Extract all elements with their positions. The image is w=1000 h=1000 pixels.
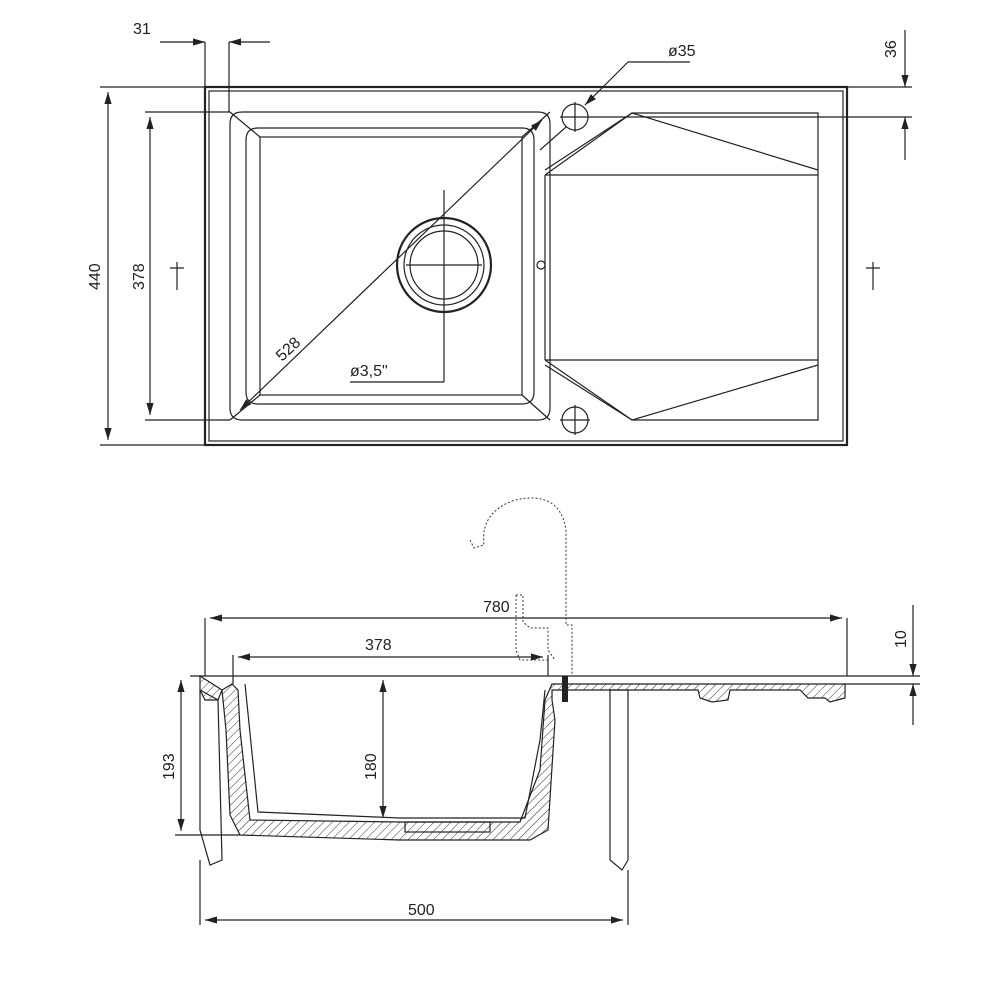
tap-hole-top <box>560 102 590 132</box>
bowl-outline <box>229 111 551 421</box>
dim-cabinet-width: 500 <box>408 902 435 919</box>
dim-bowl-width: 378 <box>365 637 392 654</box>
sink-section <box>199 674 846 841</box>
dim-total-height: 193 <box>161 753 178 780</box>
dim-bowl-height: 180 <box>363 753 380 780</box>
dim-deck-thickness: 10 <box>893 630 910 648</box>
side-view: 780 378 10 193 180 500 <box>161 497 920 925</box>
drain <box>350 190 493 383</box>
drainboard <box>536 112 819 421</box>
dim-edge-offset: 31 <box>133 21 151 38</box>
dim-drain: ø3,5" <box>350 363 388 380</box>
section-marks <box>170 262 880 290</box>
dim-total-depth: 440 <box>87 263 104 290</box>
sink-outline <box>203 85 849 447</box>
dim-total-width: 780 <box>483 599 510 616</box>
tap-fixing <box>562 676 568 702</box>
dim-tap-hole: ø35 <box>668 43 696 60</box>
tap-hole-bottom <box>560 405 590 435</box>
dim-bowl-diagonal: 528 <box>273 334 304 365</box>
cabinet-wall-left <box>199 688 223 866</box>
dim-bowl-depth: 378 <box>131 263 148 290</box>
top-view: 31 ø35 36 440 378 528 ø3,5" <box>87 21 912 447</box>
dim-tap-offset: 36 <box>883 40 900 58</box>
cabinet-wall-right <box>609 689 629 871</box>
faucet-dotted <box>469 497 573 677</box>
